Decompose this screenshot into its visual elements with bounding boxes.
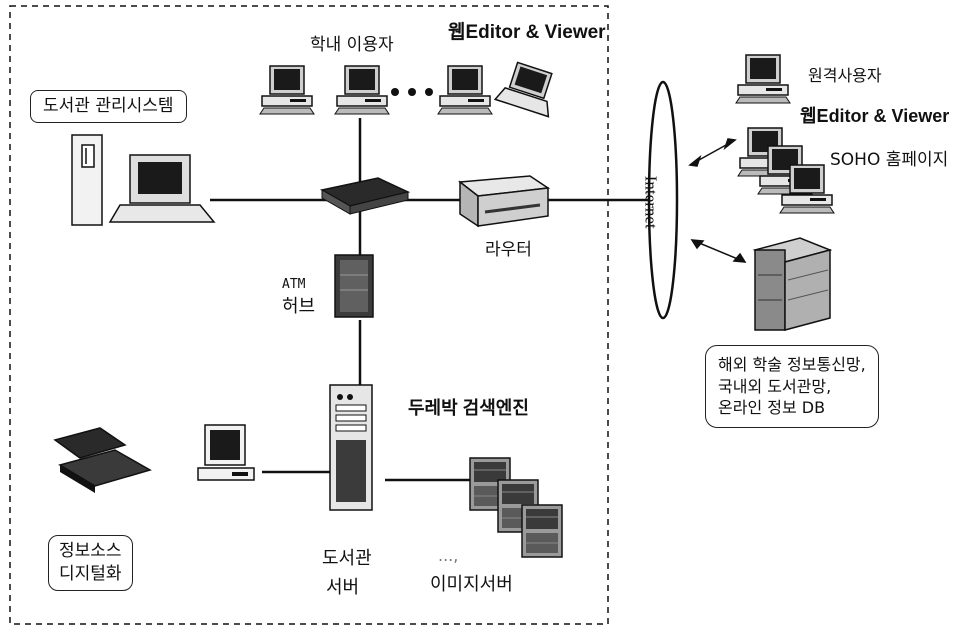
digitization-label-line1: 정보소스	[59, 541, 122, 561]
scanner-icon	[53, 427, 152, 493]
external-networks-box: 해외 학술 정보통신망, 국내외 도서관망, 온라인 정보 DB	[705, 345, 879, 428]
network-links	[210, 118, 665, 482]
remote-user-pc-icon	[735, 54, 791, 104]
campus-boundary	[9, 5, 609, 625]
external-networks-line3: 온라인 정보 DB	[718, 398, 826, 418]
library-management-system-label: 도서관 관리시스템	[43, 96, 174, 116]
router-icon	[458, 175, 551, 228]
hub-label: 허브	[282, 296, 316, 317]
digitization-label-line2: 디지털화	[59, 563, 122, 584]
management-tower-icon	[71, 134, 103, 226]
external-server-rack-icon	[752, 237, 833, 331]
remote-users-label: 원격사용자	[808, 66, 882, 85]
atm-hub-icon	[334, 254, 374, 318]
image-server-label-line1: ...,	[438, 546, 459, 565]
management-monitor-icon	[108, 154, 216, 223]
image-server-label-line2: 이미지서버	[430, 574, 513, 595]
switch-icon	[319, 177, 411, 215]
internet-label: Internet	[641, 175, 661, 229]
remote-arrows	[688, 138, 747, 263]
laptop-icon	[493, 61, 553, 118]
campus-user-pc-3-icon	[437, 65, 493, 115]
digitization-pc-icon	[197, 424, 255, 481]
library-server-label-line2: 서버	[326, 577, 360, 598]
soho-homepage-label: SOHO 홈페이지	[830, 150, 949, 170]
digitization-box: 정보소스 디지털화	[48, 535, 133, 591]
internet-cloud	[647, 80, 679, 320]
image-server-rack-3-icon	[521, 504, 563, 558]
search-engine-label: 두레박 검색엔진	[408, 398, 529, 418]
web-editor-viewer-label: 웹Editor & Viewer	[448, 22, 606, 43]
external-networks-line1: 해외 학술 정보통신망,	[718, 355, 866, 374]
campus-user-pc-1-icon	[259, 65, 315, 115]
ellipsis-dots	[391, 88, 433, 96]
external-networks-line2: 국내외 도서관망,	[718, 376, 832, 396]
server-tower-icon	[329, 384, 373, 511]
campus-users-label: 학내 이용자	[310, 35, 394, 55]
library-management-system-box: 도서관 관리시스템	[30, 90, 187, 123]
router-label: 라우터	[485, 240, 532, 260]
remote-web-editor-viewer-label: 웹Editor & Viewer	[800, 106, 950, 126]
library-server-label-line1: 도서관	[322, 548, 372, 569]
campus-user-pc-2-icon	[334, 65, 390, 115]
atm-label: ATM	[282, 277, 306, 292]
